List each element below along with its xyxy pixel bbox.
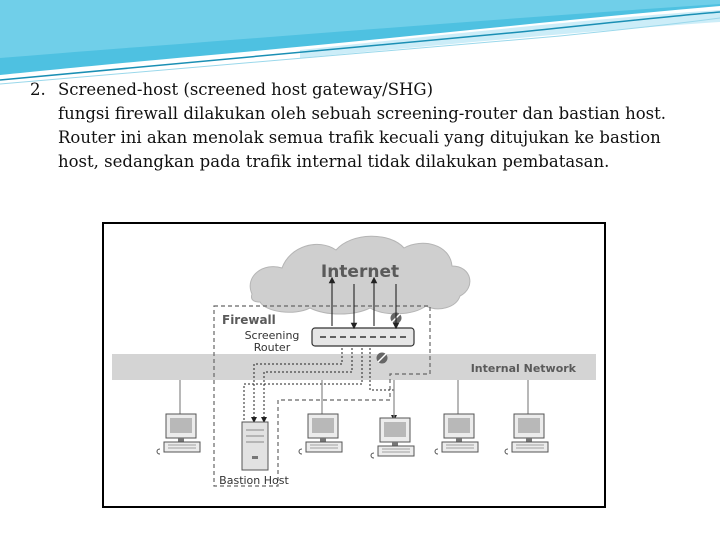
header-wave-decoration (0, 0, 720, 85)
workstation-icon (504, 413, 549, 455)
workstation-icon (298, 413, 343, 455)
item-heading-line: 2. Screened-host (screened host gateway/S… (30, 78, 700, 102)
firewall-label: Firewall (222, 313, 276, 327)
internet-label: Internet (321, 262, 399, 282)
internal-network-label: Internal Network (471, 362, 577, 375)
traffic-path-to-bastion (243, 348, 363, 420)
screened-host-diagram: Internet Internal Network Firewall Scree… (102, 222, 606, 508)
traffic-path-to-bastion (261, 348, 353, 423)
item-number: 2. (30, 80, 46, 99)
item-heading: Screened-host (screened host gateway/SHG… (58, 80, 434, 99)
screening-router (311, 327, 415, 347)
diagram-canvas: Internet Internal Network Firewall Scree… (112, 235, 596, 487)
workstation-icon (370, 417, 415, 459)
slide-content: 2. Screened-host (screened host gateway/S… (30, 78, 700, 174)
router-label-line2: Router (254, 341, 291, 354)
internet-cloud: Internet (249, 235, 471, 315)
block-icon (376, 352, 388, 364)
router-label-line1: Screening (245, 329, 300, 342)
workstation-icon (156, 413, 201, 455)
firewall-boundary (213, 305, 431, 487)
bastion-host-label: Bastion Host (219, 474, 289, 487)
internal-network-band (112, 354, 596, 380)
workstation-icon (434, 413, 479, 455)
traffic-path-to-bastion (251, 348, 343, 423)
item-body: fungsi firewall dilakukan oleh sebuah sc… (58, 104, 667, 171)
bastion-host-server-icon (241, 421, 269, 471)
